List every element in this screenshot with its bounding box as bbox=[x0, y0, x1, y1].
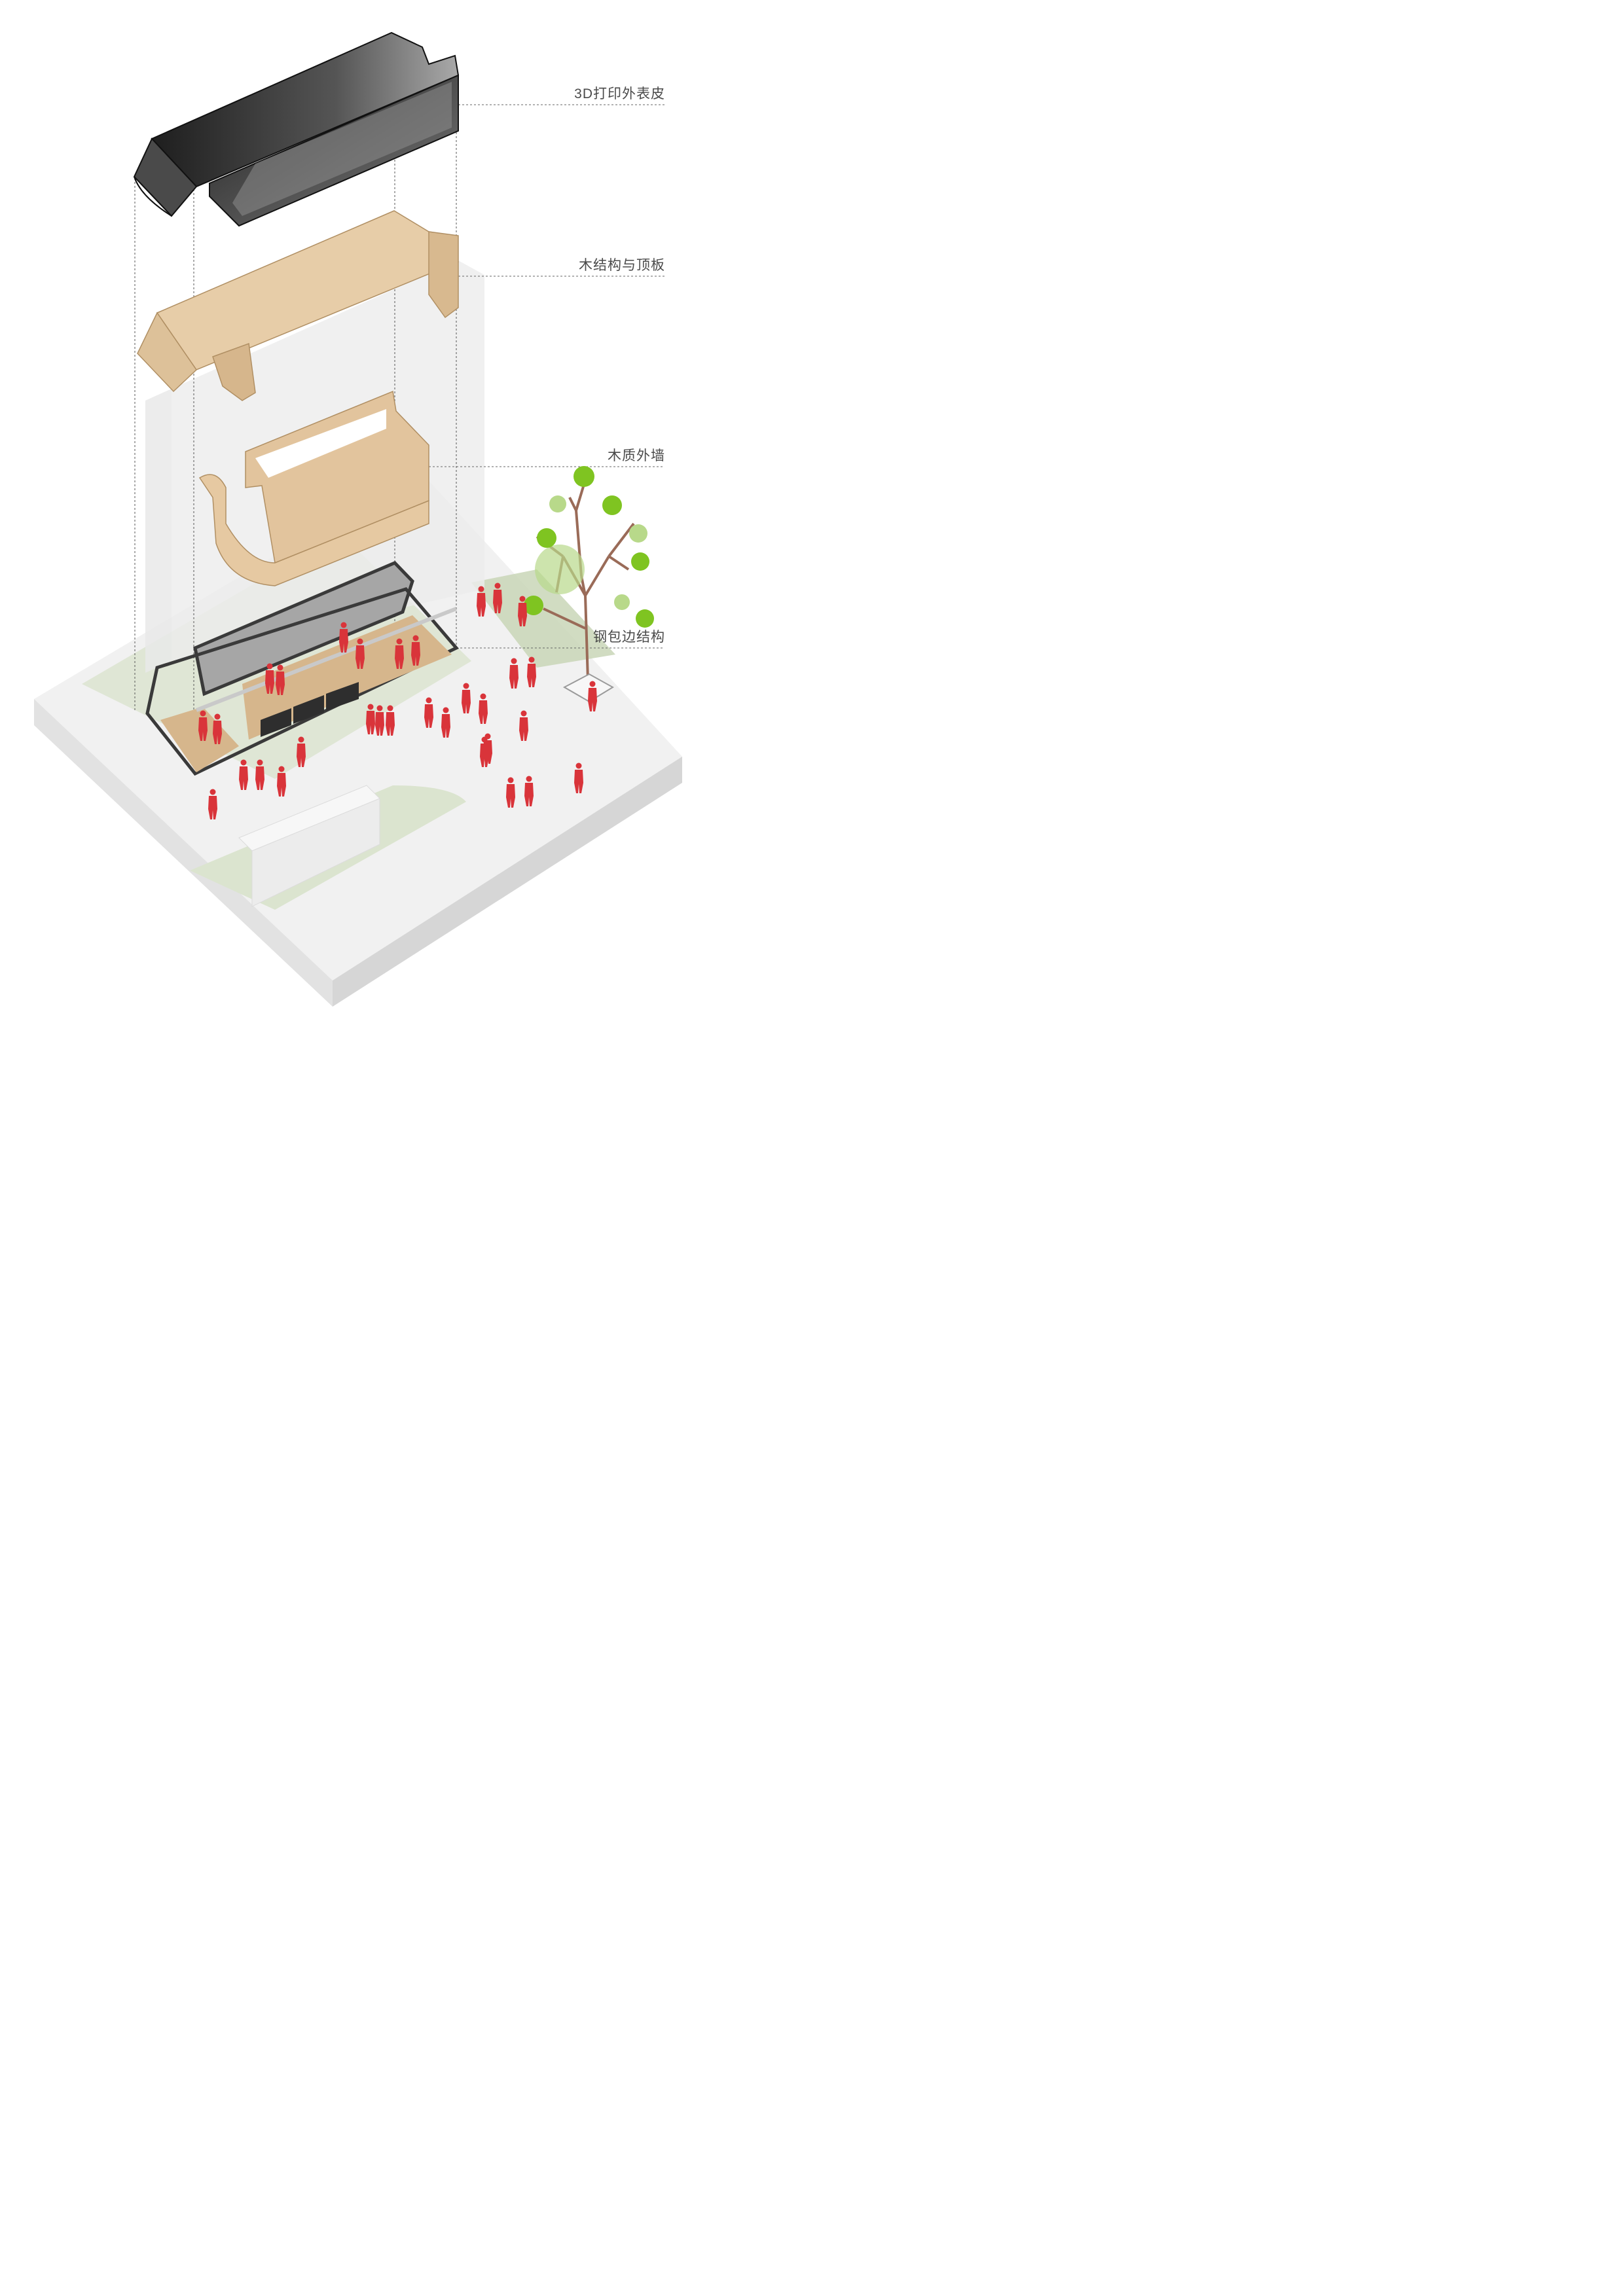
exploded-axonometric-diagram: 3D打印外表皮 木结构与顶板 木质外墙 钢包边结构 bbox=[34, 31, 682, 1007]
foliage bbox=[614, 594, 630, 610]
steel-rail bbox=[195, 607, 458, 712]
person-silhouette bbox=[477, 586, 486, 617]
skin-front-opening bbox=[232, 82, 452, 216]
person-silhouette bbox=[208, 789, 217, 819]
foliage bbox=[524, 596, 543, 615]
person-silhouette bbox=[574, 762, 583, 793]
plaza-front-right bbox=[333, 757, 682, 1007]
wood-roof-layer bbox=[137, 210, 459, 401]
person-silhouette bbox=[518, 596, 527, 626]
person-silhouette bbox=[483, 733, 492, 764]
bench-side bbox=[251, 798, 380, 907]
person-silhouette bbox=[524, 776, 534, 806]
foliage bbox=[573, 466, 594, 487]
person-silhouette bbox=[277, 766, 286, 797]
person-silhouette bbox=[339, 622, 348, 653]
label-steel: 钢包边结构 bbox=[593, 630, 665, 645]
person-silhouette bbox=[411, 635, 420, 666]
lawn-right bbox=[471, 569, 615, 668]
person-silhouette bbox=[509, 658, 519, 689]
label-wood-roof: 木结构与顶板 bbox=[579, 258, 665, 273]
person-silhouette bbox=[265, 663, 274, 694]
person-silhouette bbox=[198, 710, 208, 741]
wood-wall-layer bbox=[198, 390, 429, 586]
person-silhouette bbox=[375, 705, 384, 736]
wood-wall-opening bbox=[255, 409, 386, 478]
wood-floor-left bbox=[160, 707, 239, 772]
person-silhouette bbox=[386, 705, 395, 736]
person-silhouette bbox=[527, 656, 536, 687]
foliage-large bbox=[535, 545, 585, 594]
display-screens bbox=[261, 682, 359, 737]
person-silhouette bbox=[395, 638, 404, 669]
person-silhouette bbox=[519, 710, 528, 741]
person-silhouette bbox=[239, 759, 248, 790]
skin-layer bbox=[133, 31, 460, 227]
wood-wall-curve bbox=[198, 474, 429, 586]
person-silhouette bbox=[506, 777, 515, 808]
person-silhouette bbox=[255, 759, 264, 790]
skin-left-flap-arc bbox=[134, 176, 172, 217]
label-leaders bbox=[429, 104, 664, 649]
steel-floor-interior bbox=[145, 587, 460, 776]
layer-labels: 3D打印外表皮 木结构与顶板 木质外墙 钢包边结构 bbox=[574, 86, 665, 645]
skin-roof bbox=[151, 31, 460, 188]
label-skin: 3D打印外表皮 bbox=[574, 86, 665, 101]
person-silhouette bbox=[588, 681, 597, 711]
person-silhouette bbox=[213, 713, 222, 744]
person-silhouette bbox=[276, 664, 285, 695]
foliage bbox=[629, 524, 647, 543]
wood-roof-center-leg bbox=[212, 342, 256, 401]
person-silhouette bbox=[462, 683, 471, 713]
person-silhouette bbox=[424, 697, 433, 728]
steel-floor-back bbox=[193, 561, 414, 696]
foliage bbox=[549, 495, 566, 512]
label-wood-wall: 木质外墙 bbox=[608, 448, 665, 463]
foliage bbox=[537, 528, 556, 548]
foliage bbox=[636, 609, 654, 628]
person-silhouette bbox=[297, 736, 306, 767]
person-silhouette bbox=[479, 693, 488, 724]
person-silhouette bbox=[355, 638, 365, 669]
plaza-front-left bbox=[34, 699, 333, 1007]
foliage bbox=[631, 552, 649, 571]
person-silhouette bbox=[493, 583, 502, 613]
person-silhouette bbox=[366, 704, 375, 734]
people-group bbox=[198, 583, 597, 819]
wood-roof-right-leg bbox=[428, 231, 459, 319]
ghost-left-face bbox=[145, 389, 172, 673]
foliage bbox=[602, 495, 622, 515]
wood-roof-left-leg bbox=[137, 312, 197, 393]
tree bbox=[524, 466, 654, 703]
person-silhouette bbox=[441, 707, 450, 738]
